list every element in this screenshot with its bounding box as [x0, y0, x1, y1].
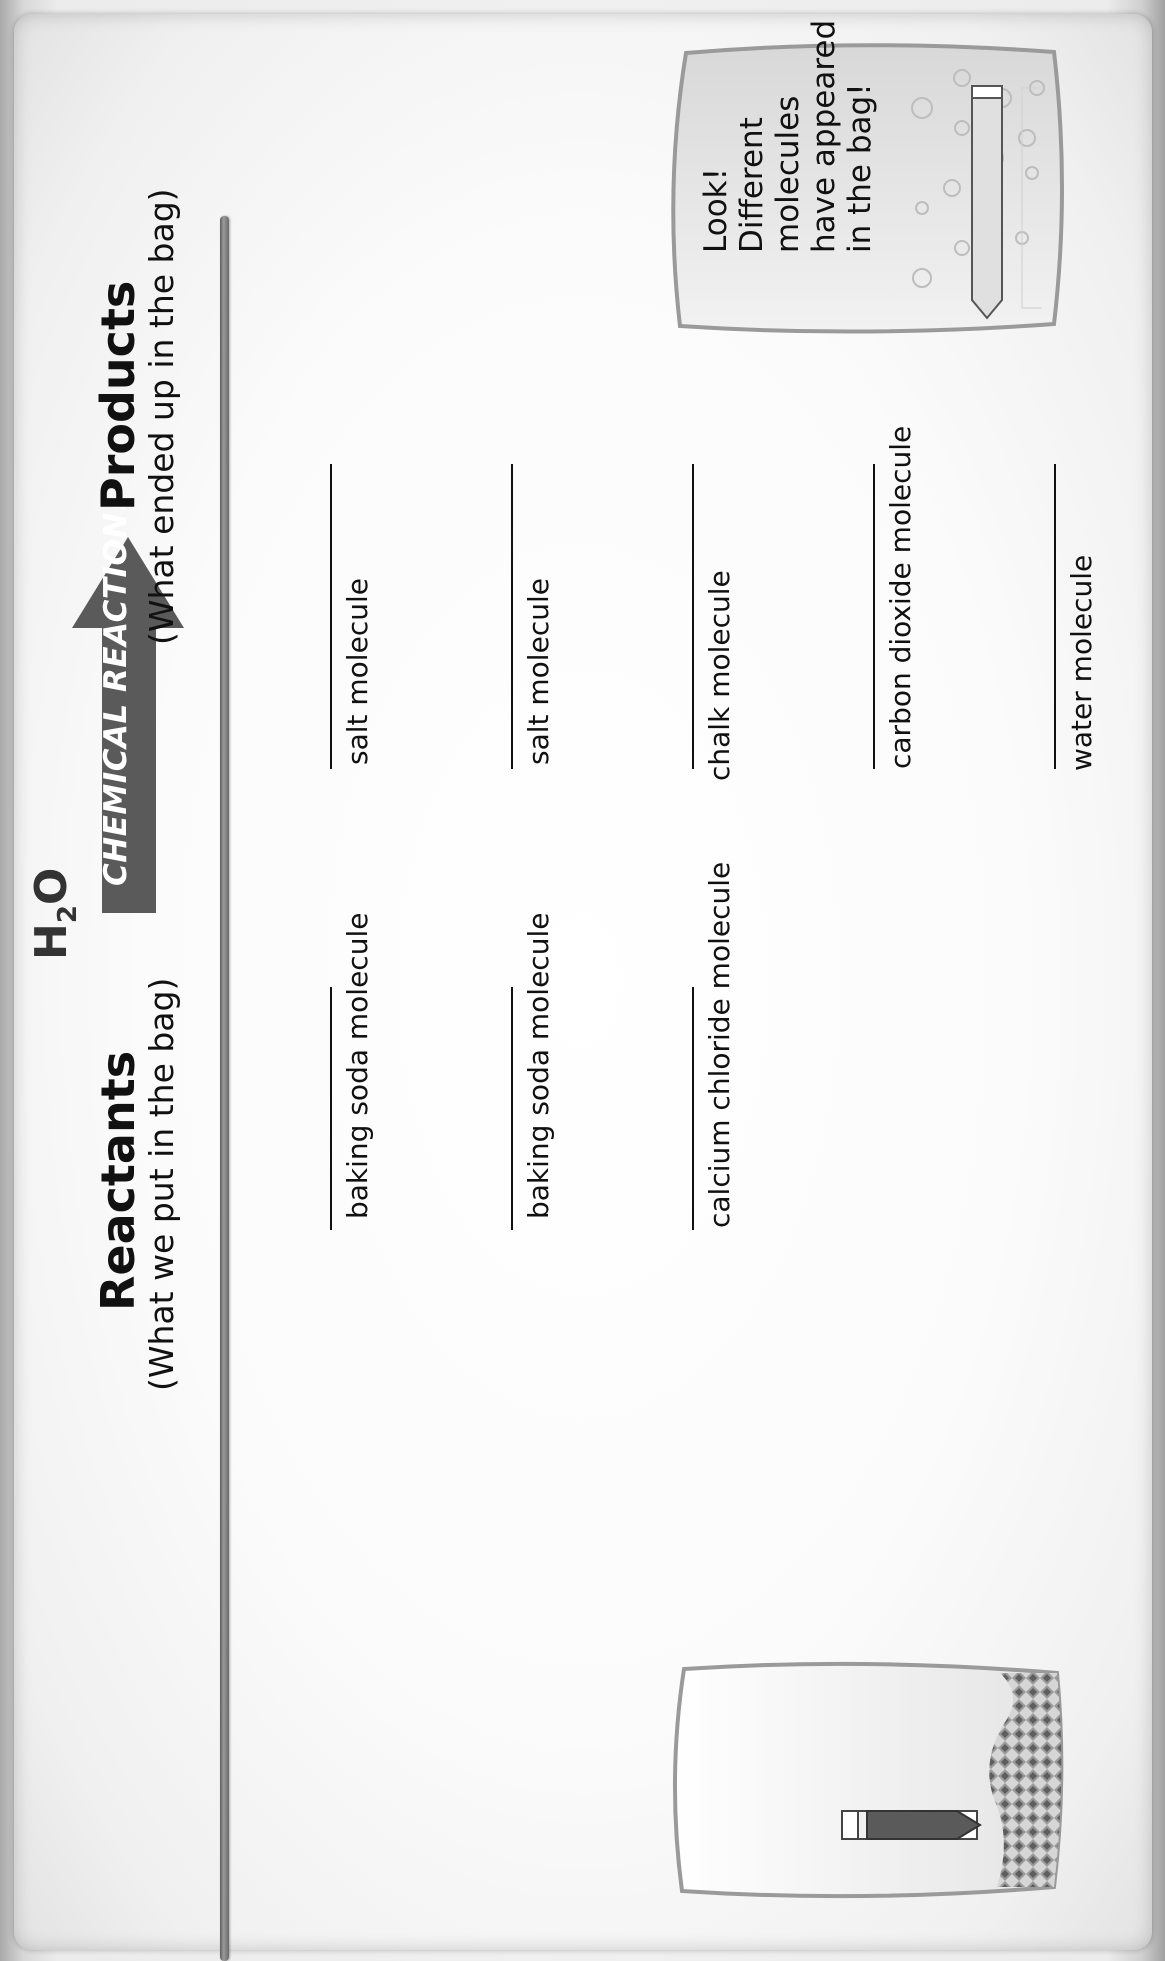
caption-line: have appeared [806, 19, 842, 253]
product-item: carbon dioxide molecule [884, 425, 917, 769]
bag-after-caption: Look! Different molecules have appeared … [698, 20, 878, 253]
reactant-item: baking soda molecule [522, 912, 555, 1219]
caption-line: Different [734, 117, 770, 253]
bag-after-illustration [662, 38, 1072, 338]
product-blank-line [330, 464, 332, 769]
worksheet-panel [14, 14, 1152, 1950]
product-blank-line [692, 464, 694, 769]
products-subtitle: (What ended up in the bag) [142, 188, 181, 645]
caption-line: in the bag! [842, 83, 878, 253]
formula-h: H [26, 923, 77, 960]
caption-line: Look! [698, 167, 734, 253]
products-title: Products [91, 280, 145, 511]
product-blank-line [511, 464, 513, 769]
caption-line: molecules [770, 95, 806, 253]
product-item: chalk molecule [703, 570, 736, 781]
water-formula: H2O [26, 868, 83, 960]
product-item: salt molecule [522, 578, 555, 765]
reactant-blank-line [511, 987, 513, 1230]
reaction-arrow [70, 537, 190, 913]
reactant-blank-line [330, 987, 332, 1230]
reactant-item: calcium chloride molecule [703, 861, 736, 1228]
formula-subscript: 2 [53, 905, 83, 924]
product-item: water molecule [1065, 554, 1098, 771]
column-divider [220, 216, 229, 1961]
bag-before-illustration [662, 1649, 1072, 1909]
product-blank-line [873, 464, 875, 769]
reactant-item: baking soda molecule [341, 912, 374, 1219]
product-item: salt molecule [341, 578, 374, 765]
reactant-blank-line [692, 987, 694, 1230]
formula-o: O [26, 867, 77, 906]
reactants-subtitle: (What we put in the bag) [142, 977, 181, 1391]
reactants-title: Reactants [91, 1050, 145, 1311]
product-blank-line [1054, 464, 1056, 769]
arrow-label: CHEMICAL REACTION! [98, 497, 134, 887]
